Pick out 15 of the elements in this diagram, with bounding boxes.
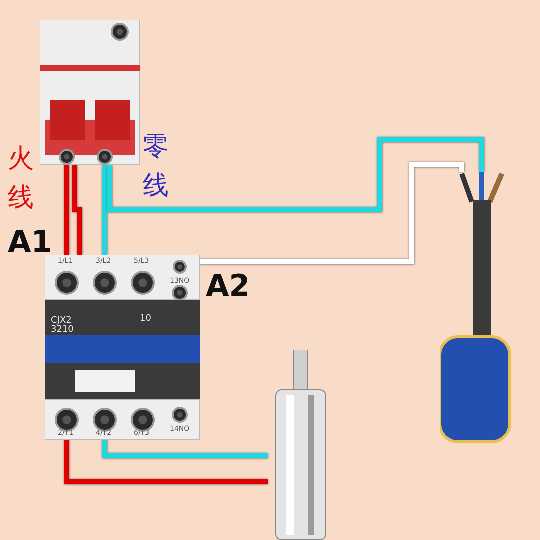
wire bbox=[200, 162, 464, 264]
wire bbox=[64, 165, 70, 255]
wire bbox=[64, 440, 268, 484]
wire bbox=[108, 138, 484, 212]
circuit-breaker-drawing bbox=[40, 20, 140, 165]
wire-label: 火线 bbox=[8, 143, 35, 215]
terminal-label: A1 bbox=[8, 228, 52, 258]
wire bbox=[102, 165, 108, 255]
terminal-label: A2 bbox=[206, 272, 250, 302]
wire-label: 零线 bbox=[143, 131, 170, 203]
wire bbox=[102, 440, 268, 458]
wire bbox=[72, 165, 82, 255]
contactor-drawing bbox=[45, 255, 200, 440]
model-label: CJX2 3210 bbox=[51, 317, 75, 335]
model-label: 10 bbox=[140, 315, 152, 324]
